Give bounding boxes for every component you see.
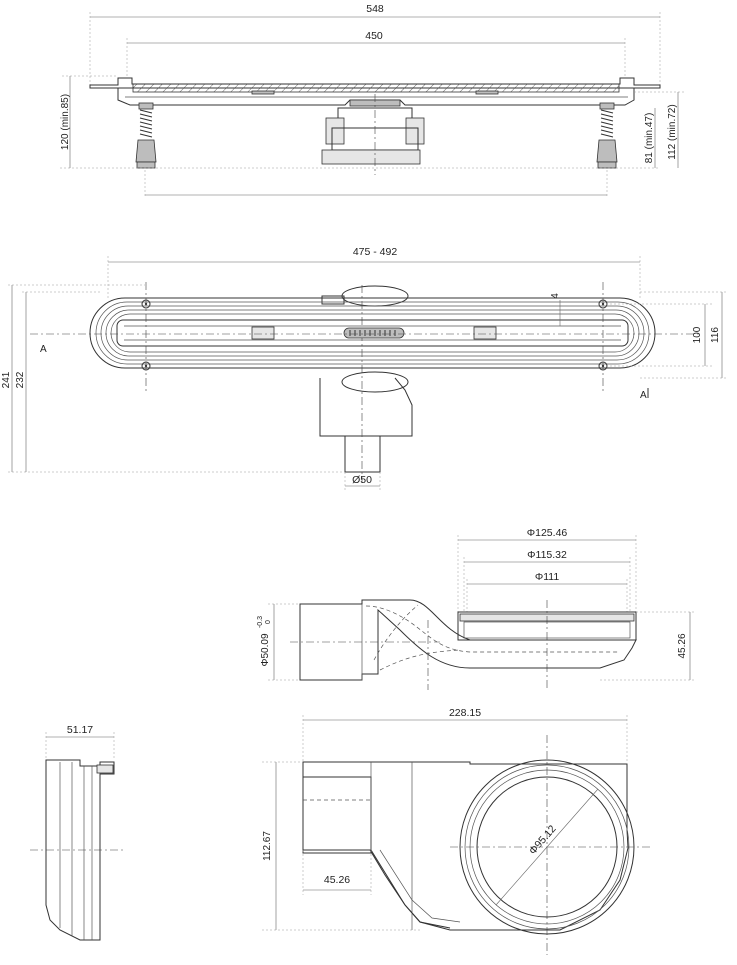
dim-45-26-label: 45.26 xyxy=(324,874,350,886)
dim-51-label: 51.17 xyxy=(67,724,93,736)
logo-plate xyxy=(343,327,405,339)
dim-81-label: 81 (min.47) xyxy=(644,113,655,164)
dim-channel-width: 450 xyxy=(126,30,626,78)
dim-flange: 116 xyxy=(640,291,728,379)
dim-45-label: 45.26 xyxy=(677,633,688,658)
dim-125-label: Φ125.46 xyxy=(527,527,568,539)
dim-d1: Φ125.46 xyxy=(457,527,637,612)
dim-outlet-label: Ø50 xyxy=(352,474,372,486)
dim-foot-height: 81 (min.47) xyxy=(644,108,656,168)
dim-height: 45.26 xyxy=(600,611,696,681)
dim-d2: Φ115.32 xyxy=(463,549,631,612)
dim-450-label: 450 xyxy=(365,30,383,42)
left-adjustable-foot xyxy=(135,102,157,169)
right-adjustable-foot xyxy=(596,102,618,169)
dim-112-67-label: 112.67 xyxy=(262,831,273,861)
screw-icons xyxy=(141,282,608,392)
section-mark-a-left: A xyxy=(40,344,47,355)
dim-pipe-length: 45.26 xyxy=(302,850,372,895)
dim-overall-width: 548 xyxy=(89,3,661,88)
section-mark-a-right: A xyxy=(640,390,647,401)
outlet-assembly xyxy=(321,94,425,175)
trap-end-view: 51.17 xyxy=(30,724,125,941)
dim-height: 112.67 xyxy=(262,761,420,931)
dim-475-492-label: 475 - 492 xyxy=(353,246,398,258)
grate-section xyxy=(132,83,620,93)
dim-548-label: 548 xyxy=(366,3,384,15)
trap-side-view: Φ125.46 Φ115.32 Φ111 Φ xyxy=(257,527,696,690)
dim-241-label: 241 xyxy=(1,371,12,388)
dim-grate: 100 xyxy=(610,303,712,367)
dim-body-height: 112 (min.72) xyxy=(634,91,684,168)
dim-outer-height: 241 xyxy=(1,284,345,473)
dim-total-height: 120 (min.85) xyxy=(60,75,118,168)
dim-slot: 4 xyxy=(550,293,561,326)
dim-116-label: 116 xyxy=(710,327,721,343)
dim-length: 228.15 xyxy=(302,707,628,762)
dim-50-label: Φ50.09 xyxy=(260,633,271,666)
dim-outlet: Ø50 xyxy=(344,472,381,490)
plan-outlet xyxy=(319,285,413,482)
dim-inner-height: 232 xyxy=(15,291,100,472)
dim-228-label: 228.15 xyxy=(449,707,481,719)
tolerance-upper: -0.3 xyxy=(257,616,264,628)
dim-115-label: Φ115.32 xyxy=(527,549,567,561)
elevation-view: 548 450 xyxy=(60,3,684,198)
drain-circle: Φ95.12 xyxy=(450,735,650,955)
dim-outlet-diameter: Φ50.09 -0.3 0 xyxy=(257,603,300,681)
dim-111-label: Φ111 xyxy=(535,571,559,583)
dim-112-label: 112 (min.72) xyxy=(667,104,678,159)
dim-4-label: 4 xyxy=(550,293,561,299)
dim-100-label: 100 xyxy=(692,326,703,343)
tolerance-lower: 0 xyxy=(265,620,272,624)
dim-d3: Φ111 xyxy=(466,571,628,612)
dim-232-label: 232 xyxy=(15,371,26,388)
dim-120-label: 120 (min.85) xyxy=(60,94,71,150)
trap-plan-view: 228.15 Φ95.12 112.67 xyxy=(262,707,650,955)
dim-length: 475 - 492 xyxy=(107,246,641,300)
plan-view: 475 - 492 xyxy=(1,246,728,490)
dim-width: 51.17 xyxy=(45,724,115,760)
